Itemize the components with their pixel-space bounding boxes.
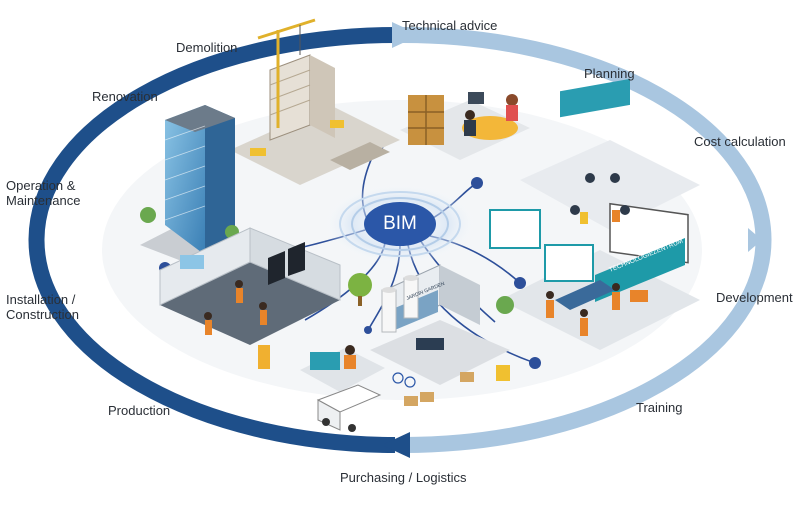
phase-cost-calculation: Cost calculation [694,134,786,149]
phase-renovation: Renovation [92,89,158,104]
phase-installation-construction: Installation / Construction [6,292,79,322]
production-scene: JARDIN GARDEN [348,264,514,406]
technical-advice-scene [400,92,530,160]
bim-hub-core [364,202,436,246]
phase-training: Training [636,400,683,415]
installation-scene [159,227,341,369]
phase-operation-maintenance: Operation & Maintenance [6,178,80,208]
phase-planning: Planning [584,66,635,81]
bim-hub [320,182,480,266]
ring-arc-dark [28,26,399,453]
phase-development: Development [716,290,793,305]
development-scene: TECHNOLOGIEZENTRUM [489,209,700,350]
ring-arrow-right [748,228,762,252]
ring-arrow-bottom [382,432,410,458]
logistics-scene [300,345,385,432]
lifecycle-ring [28,22,772,458]
phase-installation-line1: Installation / [6,292,76,307]
ring-arc-light [401,26,772,453]
phase-operation-line1: Operation & [6,178,76,193]
phase-purchasing-logistics: Purchasing / Logistics [340,470,467,485]
ring-arrow-top [392,22,420,48]
phase-production: Production [108,403,171,418]
phase-operation-line2: Maintenance [6,193,81,208]
phase-technical-advice: Technical advice [402,18,498,33]
phase-installation-line2: Construction [6,307,79,322]
demolition-scene [230,18,400,185]
phase-demolition: Demolition [176,40,238,55]
bim-hub-label: BIM [383,213,417,234]
